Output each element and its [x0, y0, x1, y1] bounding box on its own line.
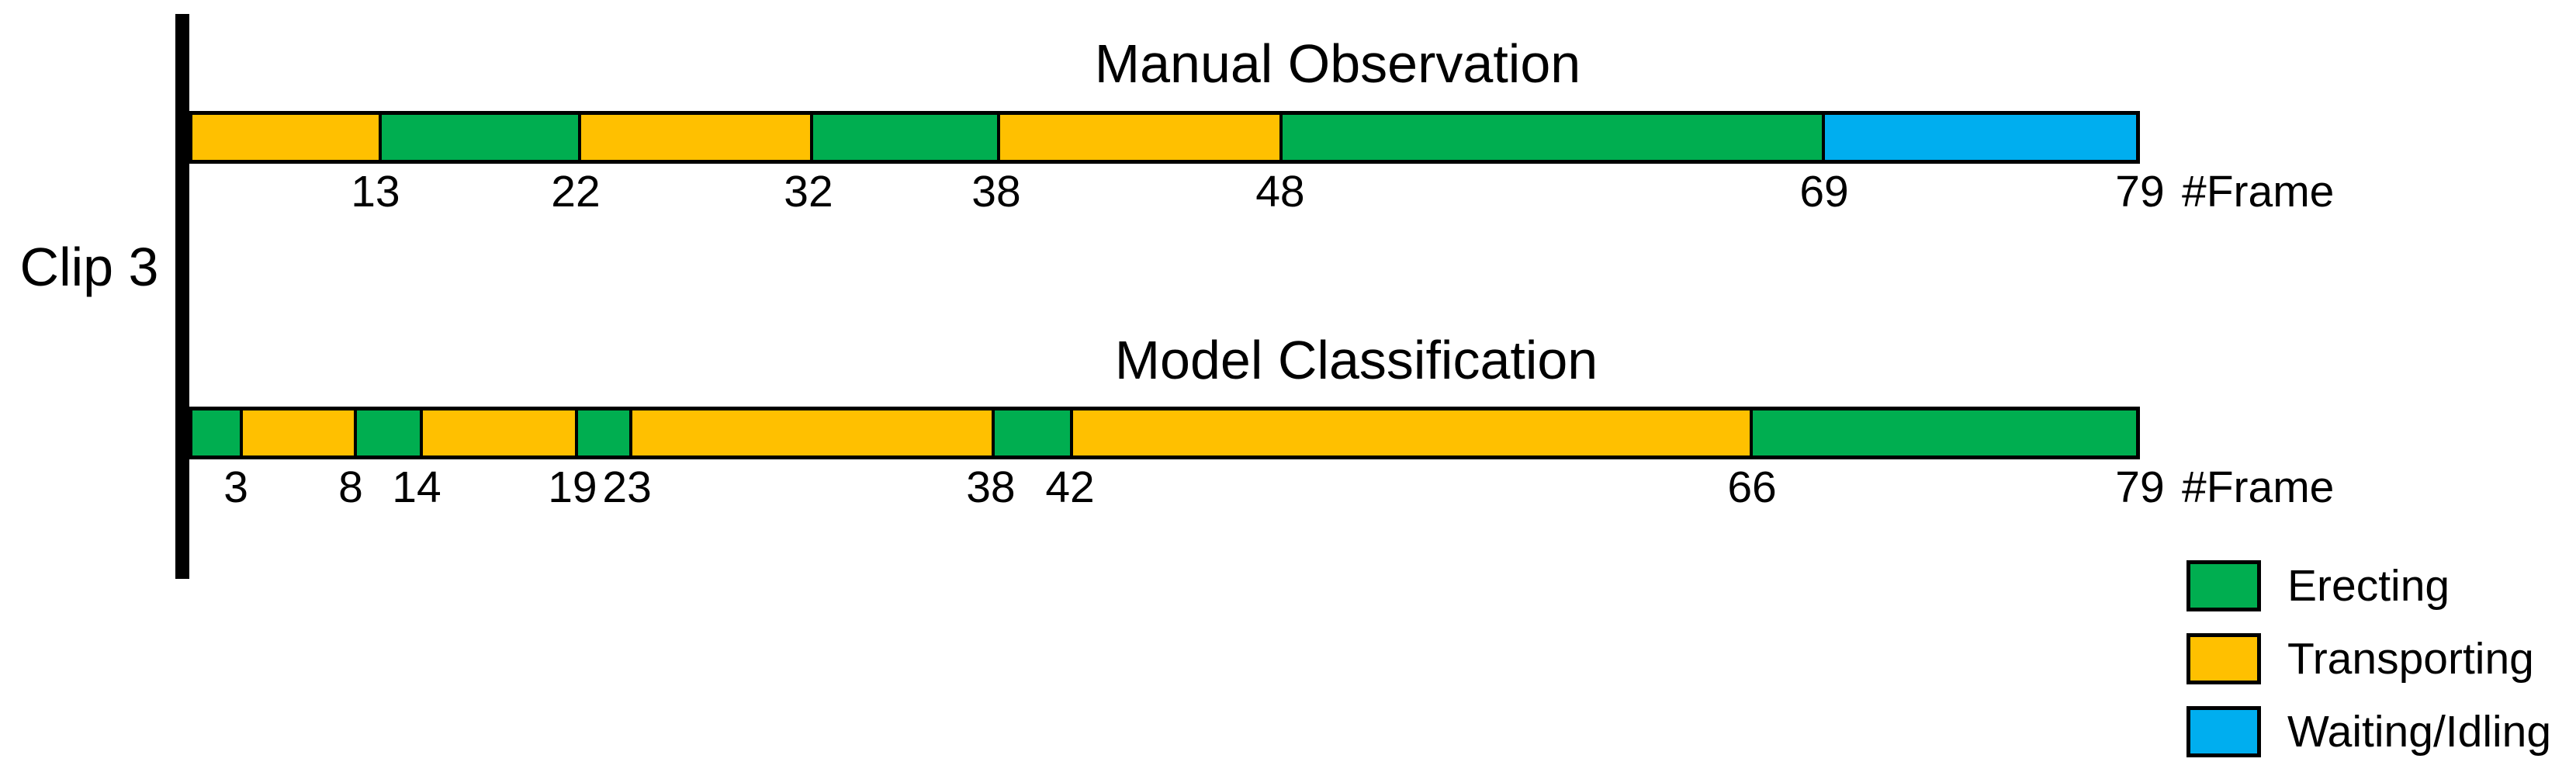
frame-tick-label: 79 — [2115, 167, 2165, 216]
frame-tick-label: 14 — [392, 462, 441, 512]
segment-erecting — [574, 410, 629, 455]
legend-swatch-waiting-idling — [2186, 706, 2261, 757]
frame-tick-label: 66 — [1727, 462, 1777, 512]
segment-waiting-idling — [1821, 115, 2136, 160]
segment-erecting — [192, 410, 240, 455]
legend-label: Waiting/Idling — [2287, 706, 2552, 757]
legend-label: Erecting — [2287, 560, 2450, 611]
frame-tick-label: 38 — [971, 167, 1021, 216]
frame-tick-label: 3 — [223, 462, 248, 512]
segment-erecting — [991, 410, 1071, 455]
bar-manual-observation-segments — [189, 111, 2140, 164]
bar-title-model-classification: Model Classification — [1114, 330, 1598, 390]
legend-swatch-erecting — [2186, 560, 2261, 611]
segment-erecting — [1279, 115, 1822, 160]
frame-tick-label: 23 — [602, 462, 652, 512]
frame-tick-label: 19 — [548, 462, 597, 512]
frame-axis-label: #Frame — [2182, 167, 2335, 216]
bar-model-classification-segments — [189, 407, 2140, 459]
frame-tick-label: 38 — [966, 462, 1016, 512]
frame-tick-label: 32 — [784, 167, 833, 216]
frame-tick-label: 69 — [1799, 167, 1849, 216]
frame-axis-label: #Frame — [2182, 462, 2335, 512]
bar-title-manual-observation: Manual Observation — [1094, 33, 1581, 94]
frame-tick-label: 13 — [351, 167, 400, 216]
clip-label: Clip 3 — [19, 237, 159, 297]
segment-transporting — [239, 410, 355, 455]
legend-row: Transporting — [2186, 633, 2551, 684]
frame-tick-label: 79 — [2115, 462, 2165, 512]
frame-tick-label: 42 — [1045, 462, 1095, 512]
bar-manual-observation: 13 22 32 38 48 69 79 — [189, 111, 2165, 214]
segment-transporting — [419, 410, 575, 455]
frame-tick-label: 22 — [551, 167, 601, 216]
frame-tick-label: 8 — [338, 462, 363, 512]
legend-row: Waiting/Idling — [2186, 706, 2551, 757]
clip-axis-line — [175, 14, 189, 579]
legend-swatch-transporting — [2186, 633, 2261, 684]
segment-erecting — [354, 410, 420, 455]
segment-transporting — [577, 115, 810, 160]
segment-transporting — [1070, 410, 1750, 455]
segment-transporting — [628, 410, 992, 455]
segment-erecting — [1749, 410, 2136, 455]
segment-erecting — [809, 115, 997, 160]
segment-transporting — [192, 115, 379, 160]
legend-row: Erecting — [2186, 560, 2551, 611]
segment-erecting — [378, 115, 578, 160]
frame-tick-label: 48 — [1255, 167, 1305, 216]
segment-transporting — [996, 115, 1280, 160]
legend-label: Transporting — [2287, 633, 2534, 684]
